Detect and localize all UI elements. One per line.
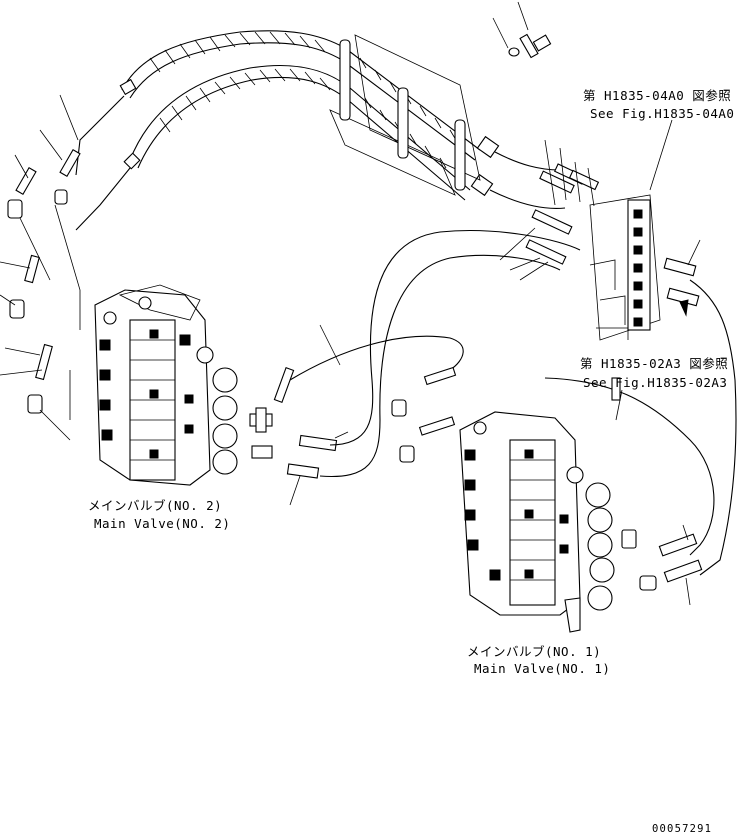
valve1-en-label: Main Valve(NO. 1) xyxy=(474,661,610,676)
ref-02a3-en-label: See Fig.H1835-02A3 xyxy=(583,375,727,390)
long-hose-loops xyxy=(289,230,737,576)
manifold-fittings xyxy=(499,139,701,317)
manifold-bracket xyxy=(589,119,673,341)
hose-clamp-brackets xyxy=(329,34,481,196)
valve1-fittings xyxy=(391,366,703,606)
ref-04a0-en-label: See Fig.H1835-04A0 xyxy=(590,106,734,121)
valve2-tee-fittings xyxy=(249,324,349,506)
valve1-jp-label: メインバルブ(NO. 1) xyxy=(467,644,601,659)
ref-04a0-jp-label: 第 H1835-04A0 図参照 xyxy=(583,88,731,103)
left-fittings xyxy=(0,94,81,441)
valve2-en-label: Main Valve(NO. 2) xyxy=(94,516,230,531)
upper-hose-bundle xyxy=(75,30,566,231)
valve2-jp-label: メインバルブ(NO. 2) xyxy=(88,498,222,513)
main-valve-no2 xyxy=(94,284,238,486)
main-valve-no1 xyxy=(459,411,615,633)
bolt-and-washer xyxy=(492,1,552,59)
document-number: 00057291 xyxy=(652,823,712,835)
ref-02a3-jp-label: 第 H1835-02A3 図参照 xyxy=(580,356,728,371)
